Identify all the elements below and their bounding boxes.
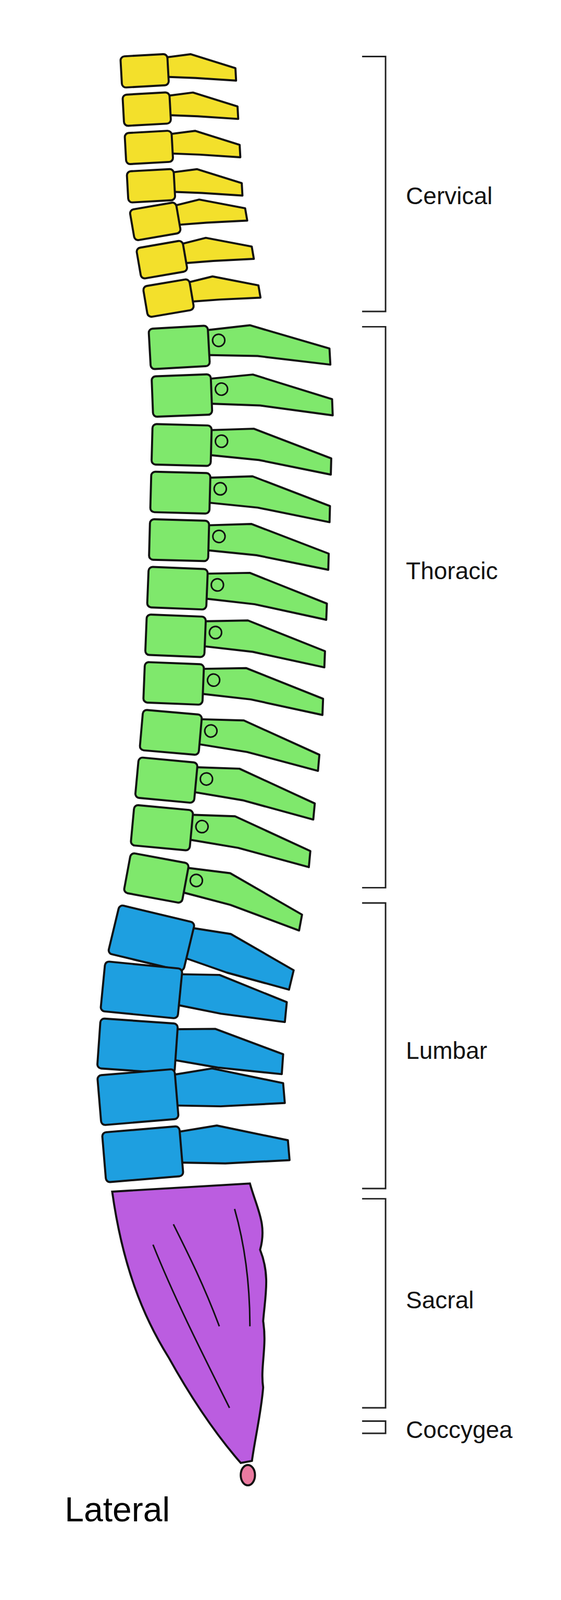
vertebral-column (96, 50, 333, 1183)
spinous-process (203, 475, 331, 523)
spinous-process (183, 269, 261, 310)
vertebral-body (120, 54, 169, 89)
spinous-process (160, 51, 236, 85)
vertebra (151, 424, 333, 475)
vertebra (150, 471, 331, 522)
rib-facet (208, 626, 222, 639)
vertebral-body (100, 961, 183, 1019)
vertebra (97, 1060, 286, 1126)
spinous-process (172, 970, 290, 1023)
rib-facet (207, 674, 220, 687)
spinous-process (168, 1062, 285, 1113)
region-label: Coccygea (405, 1416, 513, 1444)
coccyx (240, 1465, 255, 1486)
vertebral-body (135, 240, 188, 279)
spinous-process (201, 522, 330, 570)
bracket (362, 56, 386, 312)
vertebra (148, 318, 331, 375)
spinous-process (187, 764, 318, 820)
spinous-process (182, 812, 314, 868)
spinous-process (197, 618, 327, 668)
vertebra (100, 961, 290, 1030)
vertebra (124, 127, 241, 165)
vertebral-body (102, 1126, 184, 1183)
spinous-process (176, 230, 254, 272)
vertebral-body (134, 757, 198, 804)
section-brackets (362, 56, 386, 1434)
vertebra (122, 88, 239, 127)
spinous-process (173, 1119, 290, 1170)
spinous-process (192, 716, 322, 771)
spinous-process (200, 570, 329, 620)
spinous-process (163, 90, 239, 123)
rib-facet (212, 333, 226, 347)
spinous-process (168, 1026, 285, 1075)
vertebral-body (151, 374, 213, 417)
vertebral-body (129, 202, 182, 241)
vertebral-body (130, 804, 194, 851)
spinous-process (201, 320, 331, 372)
bracket (362, 326, 386, 888)
spinous-process (165, 128, 241, 162)
vertebra (146, 566, 329, 620)
vertebral-body (96, 1018, 178, 1074)
vertebra (151, 369, 333, 423)
sacrum (111, 1183, 267, 1464)
region-label: Cervical (405, 182, 493, 210)
vertebra (102, 1117, 291, 1183)
rib-facet (212, 530, 226, 543)
vertebra (142, 267, 261, 318)
rib-facet (204, 724, 218, 738)
vertebral-body (126, 168, 176, 203)
spinous-process (204, 427, 332, 476)
rib-facet (200, 772, 214, 787)
spinous-process (169, 192, 247, 234)
vertebra (129, 190, 248, 241)
vertebral-body (142, 278, 195, 318)
view-caption: Lateral (64, 1490, 170, 1529)
spinous-process (204, 371, 333, 420)
vertebral-body (107, 904, 195, 972)
vertebral-body (148, 325, 210, 370)
bracket (362, 1421, 386, 1434)
spinous-process (167, 166, 243, 200)
rib-facet (210, 578, 224, 592)
vertebra (135, 228, 254, 279)
spinous-process (174, 864, 307, 931)
vertebra (143, 662, 325, 716)
vertebral-body (122, 92, 171, 127)
vertebral-body (123, 852, 190, 904)
rib-facet (214, 482, 227, 495)
vertebral-body (146, 566, 208, 610)
spinous-process (195, 666, 324, 716)
rib-facet (215, 434, 228, 448)
bracket (362, 1199, 386, 1408)
vertebra (148, 519, 330, 570)
sacrum-detail (153, 1208, 251, 1408)
vertebral-body (145, 614, 207, 658)
region-label: Thoracic (405, 557, 498, 585)
vertebral-body (151, 424, 213, 467)
rib-facet (195, 819, 209, 834)
vertebral-body (97, 1069, 179, 1126)
vertebral-body (150, 471, 211, 514)
vertebra (144, 614, 327, 668)
rib-facet (189, 873, 204, 888)
vertebra (120, 50, 236, 88)
rib-facet (215, 382, 228, 396)
vertebral-body (143, 662, 205, 705)
region-label: Sacral (405, 1287, 474, 1314)
vertebral-body (139, 709, 203, 756)
vertebral-body (124, 130, 173, 165)
region-label: Lumbar (405, 1037, 488, 1065)
vertebral-body (148, 519, 210, 562)
vertebra (126, 165, 243, 203)
bracket (362, 903, 386, 1189)
